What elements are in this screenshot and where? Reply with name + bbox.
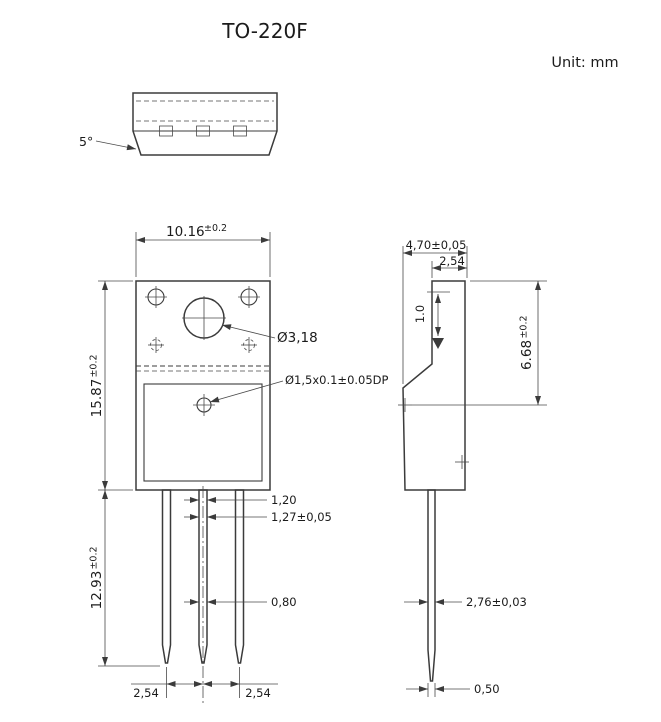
unit-label: Unit: mm <box>551 55 618 71</box>
lead-middle <box>198 489 208 664</box>
top-view-lead-tab <box>233 125 247 137</box>
leader-line <box>221 324 276 339</box>
pitch-left-dim: 2,54 <box>133 686 159 700</box>
package-title: TO-220F <box>221 19 307 43</box>
lead-width-mid-dim: 1,27±0,05 <box>271 510 332 524</box>
side-outline <box>402 280 466 491</box>
side-view: 4,70±0,05 2,54 1.0 6.68 ±0.2 2,76±0,03 0… <box>398 238 547 697</box>
package-body-outline <box>135 280 271 491</box>
body-to-lead-dim: 2,76±0,03 <box>466 595 527 609</box>
pitch-right-dim: 2,54 <box>245 686 271 700</box>
lead-thickness-dim: 0,50 <box>474 682 500 696</box>
lead-width-upper-dim: 1,20 <box>271 493 297 507</box>
total-thickness-dim: 4,70±0,05 <box>406 238 467 252</box>
top-view: 5° <box>79 92 278 156</box>
lead-width-lower-dim: 0,80 <box>271 595 297 609</box>
angle-leader-line <box>95 140 137 151</box>
height-dim-tol: ±0.2 <box>89 354 100 377</box>
height-dim-value: 15.87 <box>89 379 105 418</box>
lead-length-dim-value: 12.93 <box>89 571 105 610</box>
hole-offset-dim-tol: ±0.2 <box>519 315 530 338</box>
leader-line <box>209 380 284 403</box>
width-dim-value: 10.16 <box>166 224 205 240</box>
side-dimple-section <box>432 338 444 349</box>
dimple-label: Ø1,5x0.1±0.05DP <box>285 373 389 387</box>
front-view: 10.16 ±0.2 15.87 ±0.2 12.93 ±0.2 Ø3,18 Ø… <box>89 223 389 703</box>
hole-offset-dim-value: 6.68 <box>519 340 535 370</box>
step-dim: 1.0 <box>413 305 427 323</box>
lead-length-dim-tol: ±0.2 <box>89 546 100 569</box>
tab-thickness-dim: 2,54 <box>439 254 465 268</box>
top-view-lead-tab <box>159 125 173 137</box>
top-view-lead-tab <box>196 125 210 137</box>
width-dim-tol: ±0.2 <box>204 223 227 234</box>
lead-left <box>161 489 172 664</box>
top-view-outline <box>132 92 278 156</box>
mold-recess-outline <box>143 383 263 482</box>
draft-angle-label: 5° <box>79 134 93 149</box>
lead-right <box>234 489 245 664</box>
side-lead <box>427 489 436 682</box>
hole-dia-label: Ø3,18 <box>277 330 318 346</box>
